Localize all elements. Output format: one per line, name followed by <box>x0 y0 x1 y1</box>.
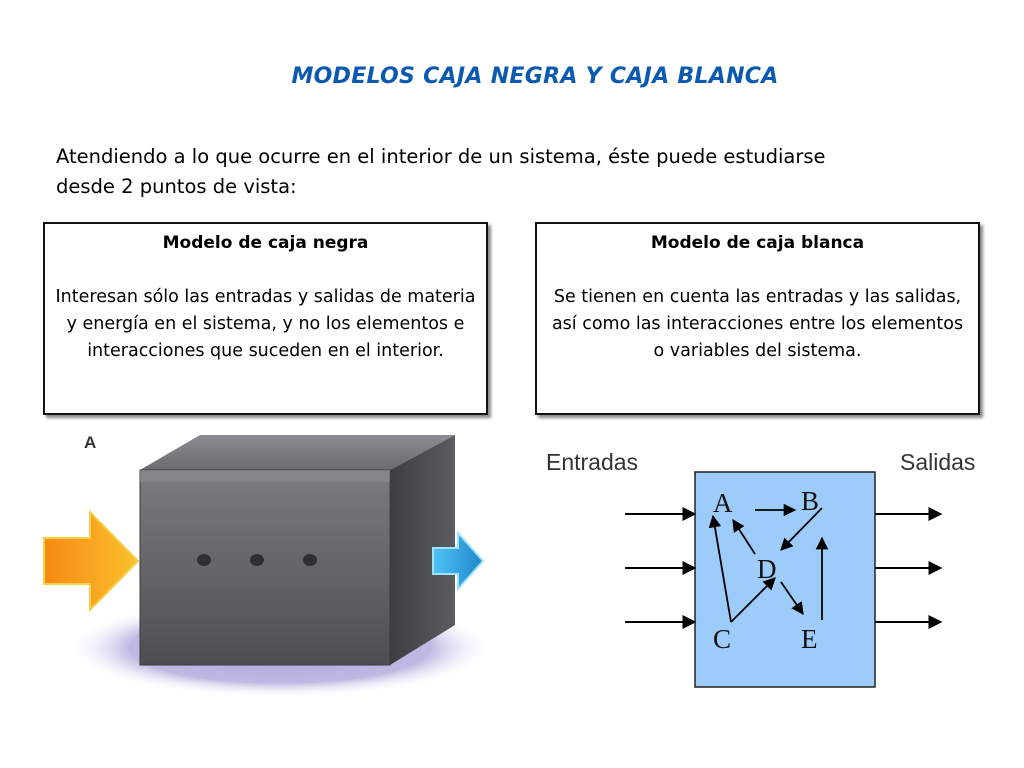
node-d: D <box>757 554 777 584</box>
cube-front-face <box>139 469 391 666</box>
slide-title: MODELOS CAJA NEGRA Y CAJA BLANCA <box>291 64 779 89</box>
black-box-illustration: A <box>43 433 490 698</box>
white-box-diagram: Entradas Salidas A B C D E <box>546 449 975 688</box>
black-box-description: Modelo de caja negra Interesan sólo las … <box>43 222 488 415</box>
interaction-arrow <box>708 514 732 623</box>
inputs-label: Entradas <box>546 449 638 475</box>
white-box-description: Modelo de caja blanca Se tienen en cuent… <box>535 222 980 415</box>
intro-text: Atendiendo a lo que ocurre en el interio… <box>56 145 826 198</box>
node-e: E <box>801 624 818 654</box>
cube-edge-highlight <box>140 470 390 482</box>
interaction-arrow <box>732 518 756 555</box>
figure-label-a: A <box>84 433 96 452</box>
cube-side-face <box>390 435 455 665</box>
white-box-text: Se tienen en cuenta las entradas y las s… <box>551 287 964 361</box>
interaction-arrow <box>780 581 804 616</box>
node-c: C <box>713 624 731 654</box>
cube-dot <box>197 554 211 566</box>
output-arrow-icon <box>432 530 485 592</box>
node-b: B <box>801 486 819 516</box>
node-a: A <box>713 488 733 518</box>
black-box-text: Interesan sólo las entradas y salidas de… <box>55 287 476 361</box>
black-box-heading: Modelo de caja negra <box>162 233 369 253</box>
cube-dot <box>250 554 264 566</box>
white-box-heading: Modelo de caja blanca <box>650 233 865 253</box>
cube-top-face <box>140 435 455 470</box>
interaction-arrow <box>780 507 823 551</box>
interaction-arrow <box>730 577 776 623</box>
cube-dot <box>303 554 317 566</box>
input-arrow-icon <box>43 509 140 613</box>
outputs-label: Salidas <box>900 449 975 475</box>
